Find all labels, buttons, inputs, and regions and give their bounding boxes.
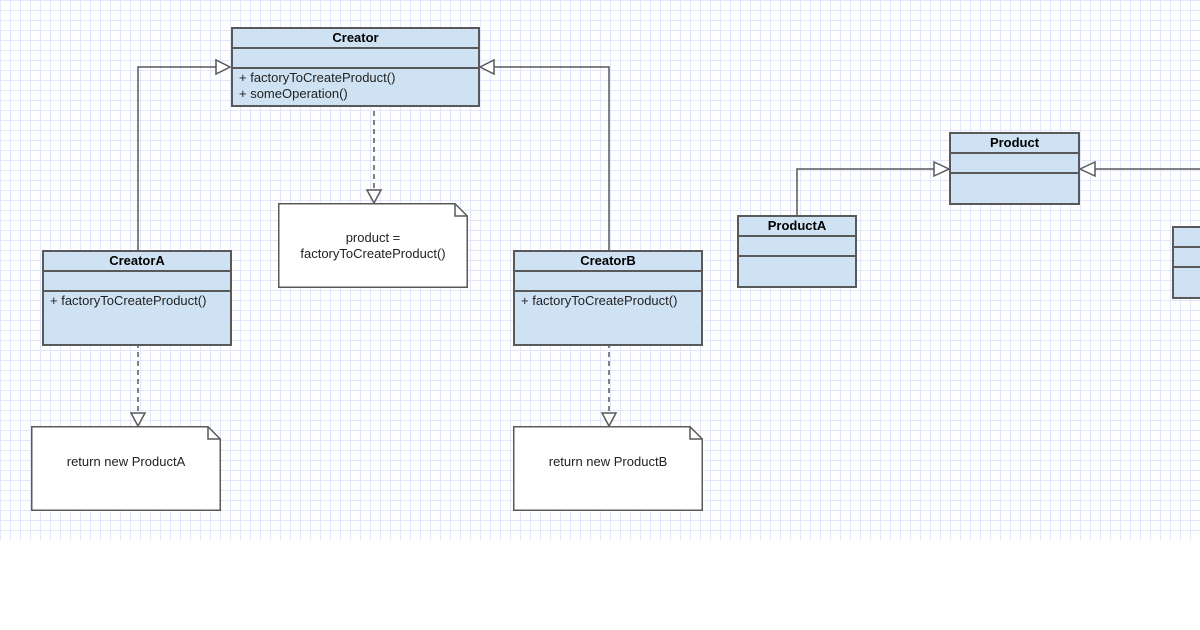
class-product[interactable]: Product bbox=[949, 132, 1080, 205]
inheritance-arrowhead-product-a bbox=[933, 160, 951, 178]
class-name: ProductA bbox=[739, 217, 855, 237]
class-name: CreatorA bbox=[44, 252, 230, 272]
class-name bbox=[1174, 228, 1200, 248]
class-operations: + factoryToCreateProduct() bbox=[515, 292, 701, 310]
inheritance-arrowhead-product-b bbox=[1078, 160, 1096, 178]
class-creator-b[interactable]: CreatorB + factoryToCreateProduct() bbox=[513, 250, 703, 346]
class-offscreen-partial[interactable] bbox=[1172, 226, 1200, 299]
note-text: return new ProductA bbox=[66, 453, 186, 469]
note-shape bbox=[31, 426, 221, 511]
note-link-arrowhead-some-operation bbox=[365, 189, 383, 205]
inheritance-edge-creator-b bbox=[494, 66, 610, 250]
note-link-arrowhead-creator-a bbox=[129, 412, 147, 428]
operation: + someOperation() bbox=[239, 86, 348, 101]
note-creator-b-impl[interactable]: return new ProductB bbox=[513, 426, 703, 511]
class-name: CreatorB bbox=[515, 252, 701, 272]
class-name: Product bbox=[951, 134, 1078, 154]
class-attributes bbox=[739, 237, 855, 257]
note-shape bbox=[278, 203, 468, 288]
note-text: product = factoryToCreateProduct() bbox=[300, 229, 446, 261]
inheritance-edge-creator-a bbox=[137, 66, 216, 250]
inheritance-arrowhead-creator-a bbox=[215, 58, 232, 76]
class-creator[interactable]: Creator + factoryToCreateProduct() + som… bbox=[231, 27, 480, 107]
operation: + factoryToCreateProduct() bbox=[50, 293, 207, 308]
diagram-canvas[interactable]: Creator + factoryToCreateProduct() + som… bbox=[0, 0, 1200, 540]
class-attributes bbox=[951, 154, 1078, 174]
note-text: return new ProductB bbox=[548, 453, 668, 469]
inheritance-edge-product-a bbox=[796, 168, 934, 215]
class-creator-a[interactable]: CreatorA + factoryToCreateProduct() bbox=[42, 250, 232, 346]
class-attributes bbox=[44, 272, 230, 292]
class-operations: + factoryToCreateProduct() + someOperati… bbox=[233, 69, 478, 103]
operation: + factoryToCreateProduct() bbox=[521, 293, 678, 308]
note-shape bbox=[513, 426, 703, 511]
class-name: Creator bbox=[233, 29, 478, 49]
class-attributes bbox=[233, 49, 478, 69]
note-some-operation[interactable]: product = factoryToCreateProduct() bbox=[278, 203, 468, 288]
class-product-a[interactable]: ProductA bbox=[737, 215, 857, 288]
class-attributes bbox=[515, 272, 701, 292]
class-operations: + factoryToCreateProduct() bbox=[44, 292, 230, 310]
note-creator-a-impl[interactable]: return new ProductA bbox=[31, 426, 221, 511]
inheritance-arrowhead-creator-b bbox=[478, 58, 495, 76]
operation: + factoryToCreateProduct() bbox=[239, 70, 396, 85]
note-link-arrowhead-creator-b bbox=[600, 412, 618, 428]
class-attributes bbox=[1174, 248, 1200, 268]
